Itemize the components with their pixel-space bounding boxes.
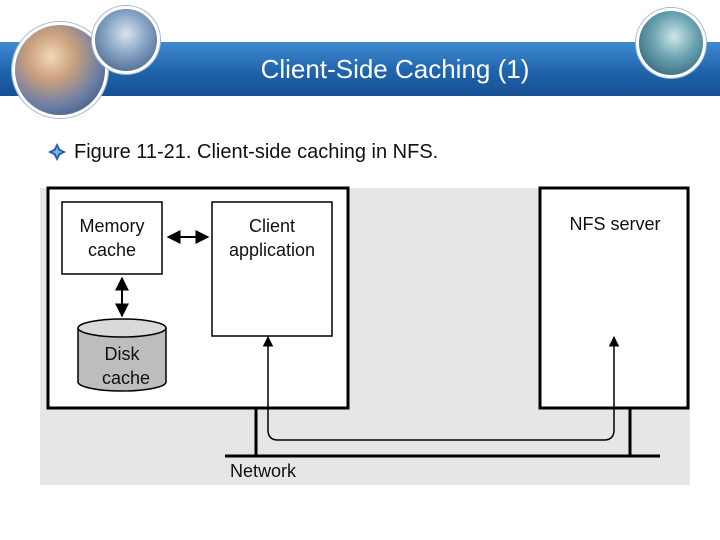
client-server-path-arrow (262, 335, 620, 441)
memory-cache-label-line1: Memory (79, 216, 144, 236)
header-photo-left-small (92, 6, 160, 74)
slide-title: Client-Side Caching (1) (260, 54, 530, 84)
memory-cache-box (61, 201, 163, 275)
header-photo-right (636, 8, 706, 78)
bullet-item: Figure 11-21. Client-side caching in NFS… (48, 138, 438, 166)
nfs-server-label: NFS server (569, 214, 660, 234)
client-application-label-line2: application (229, 240, 315, 260)
nfs-caching-diagram: Memory cache Client application Disk cac… (40, 186, 690, 485)
client-application-box (211, 201, 333, 337)
bullet-text: Figure 11-21. Client-side caching in NFS… (74, 140, 439, 163)
disk-cache-cylinder (77, 318, 167, 392)
network-label: Network (230, 461, 297, 481)
disk-cache-label-line2: cache (102, 368, 150, 388)
memory-cache-label-line2: cache (88, 240, 136, 260)
diamond-bullet-icon (48, 143, 66, 161)
client-application-label-line1: Client (249, 216, 295, 236)
disk-cache-label-line1: Disk (105, 344, 141, 364)
